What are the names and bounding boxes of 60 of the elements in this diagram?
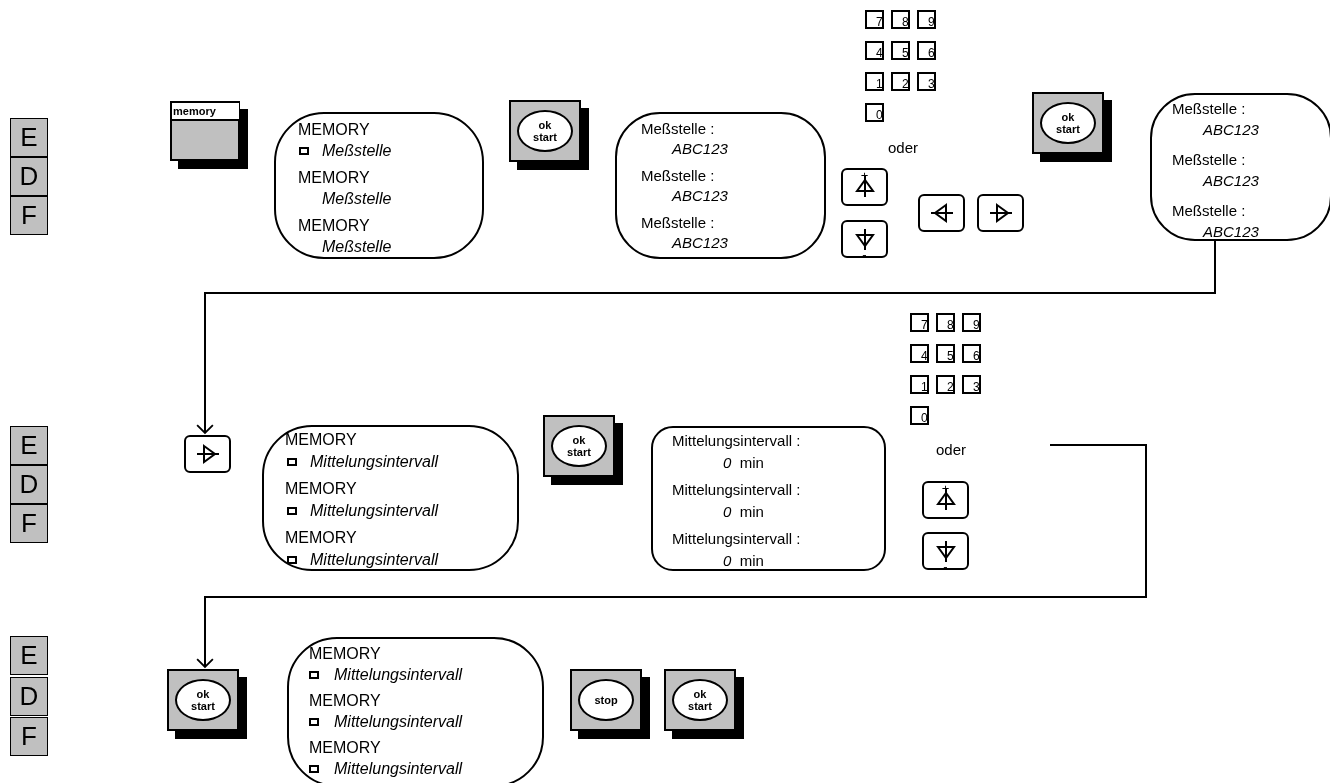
- display-text: MEMORY: [285, 528, 357, 548]
- display-panel: [1150, 93, 1330, 241]
- connector-arrow: [196, 240, 1216, 434]
- language-key: E: [10, 426, 48, 465]
- display-text: MEMORY: [309, 691, 381, 711]
- display-text: MEMORY: [309, 738, 381, 758]
- display-panel: [615, 112, 826, 259]
- arrow-key: -: [922, 532, 969, 570]
- display-text: ABC123: [1203, 222, 1259, 242]
- language-key: F: [10, 504, 48, 543]
- display-text: ABC123: [672, 139, 728, 159]
- language-key: E: [10, 118, 48, 157]
- display-text: Mittelungsintervall: [334, 712, 463, 732]
- arrow-key: [977, 194, 1024, 232]
- display-text: Mittelungsintervall: [310, 550, 439, 570]
- display-panel: [262, 425, 519, 571]
- display-text: Meßstelle: [322, 141, 392, 161]
- language-key: D: [10, 465, 48, 504]
- connector-word: oder: [936, 441, 967, 458]
- display-text: ABC123: [1203, 171, 1259, 191]
- language-key: D: [10, 677, 48, 716]
- language-key: F: [10, 196, 48, 235]
- display-text: MEMORY: [285, 479, 357, 499]
- connector-arrow: [196, 444, 1147, 668]
- language-key: E: [10, 636, 48, 675]
- display-text: Mittelungsintervall: [334, 665, 463, 685]
- display-text: MEMORY: [298, 168, 370, 188]
- display-panel: [287, 637, 544, 783]
- display-text: Mittelungsintervall: [334, 759, 463, 779]
- display-text: Meßstelle :: [1172, 201, 1246, 221]
- display-text: ABC123: [672, 233, 728, 253]
- display-text: MEMORY: [309, 644, 381, 664]
- display-text: 0 min: [723, 453, 764, 473]
- display-text: Mittelungsintervall :: [672, 480, 801, 500]
- display-text: MEMORY: [298, 216, 370, 236]
- arrow-key: [918, 194, 965, 232]
- display-panel: [651, 426, 886, 571]
- display-text: Meßstelle: [322, 189, 392, 209]
- language-key: F: [10, 717, 48, 756]
- arrow-key: -: [841, 220, 888, 258]
- display-text: 0 min: [723, 551, 764, 571]
- display-text: ABC123: [672, 186, 728, 206]
- display-text: Meßstelle :: [1172, 150, 1246, 170]
- display-text: MEMORY: [298, 120, 370, 140]
- display-text: Meßstelle :: [641, 213, 715, 233]
- language-key: D: [10, 157, 48, 196]
- display-text: Meßstelle :: [641, 166, 715, 186]
- display-text: Mittelungsintervall :: [672, 431, 801, 451]
- display-text: ABC123: [1203, 120, 1259, 140]
- connector-word: oder: [888, 139, 919, 156]
- display-text: Mittelungsintervall: [310, 501, 439, 521]
- display-panel: [274, 112, 484, 259]
- display-text: Meßstelle: [322, 237, 392, 257]
- display-text: Mittelungsintervall :: [672, 529, 801, 549]
- display-text: Mittelungsintervall: [310, 452, 439, 472]
- arrow-key: [184, 435, 231, 473]
- display-text: Meßstelle :: [641, 119, 715, 139]
- display-text: Meßstelle :: [1172, 99, 1246, 119]
- display-text: 0 min: [723, 502, 764, 522]
- display-text: MEMORY: [285, 430, 357, 450]
